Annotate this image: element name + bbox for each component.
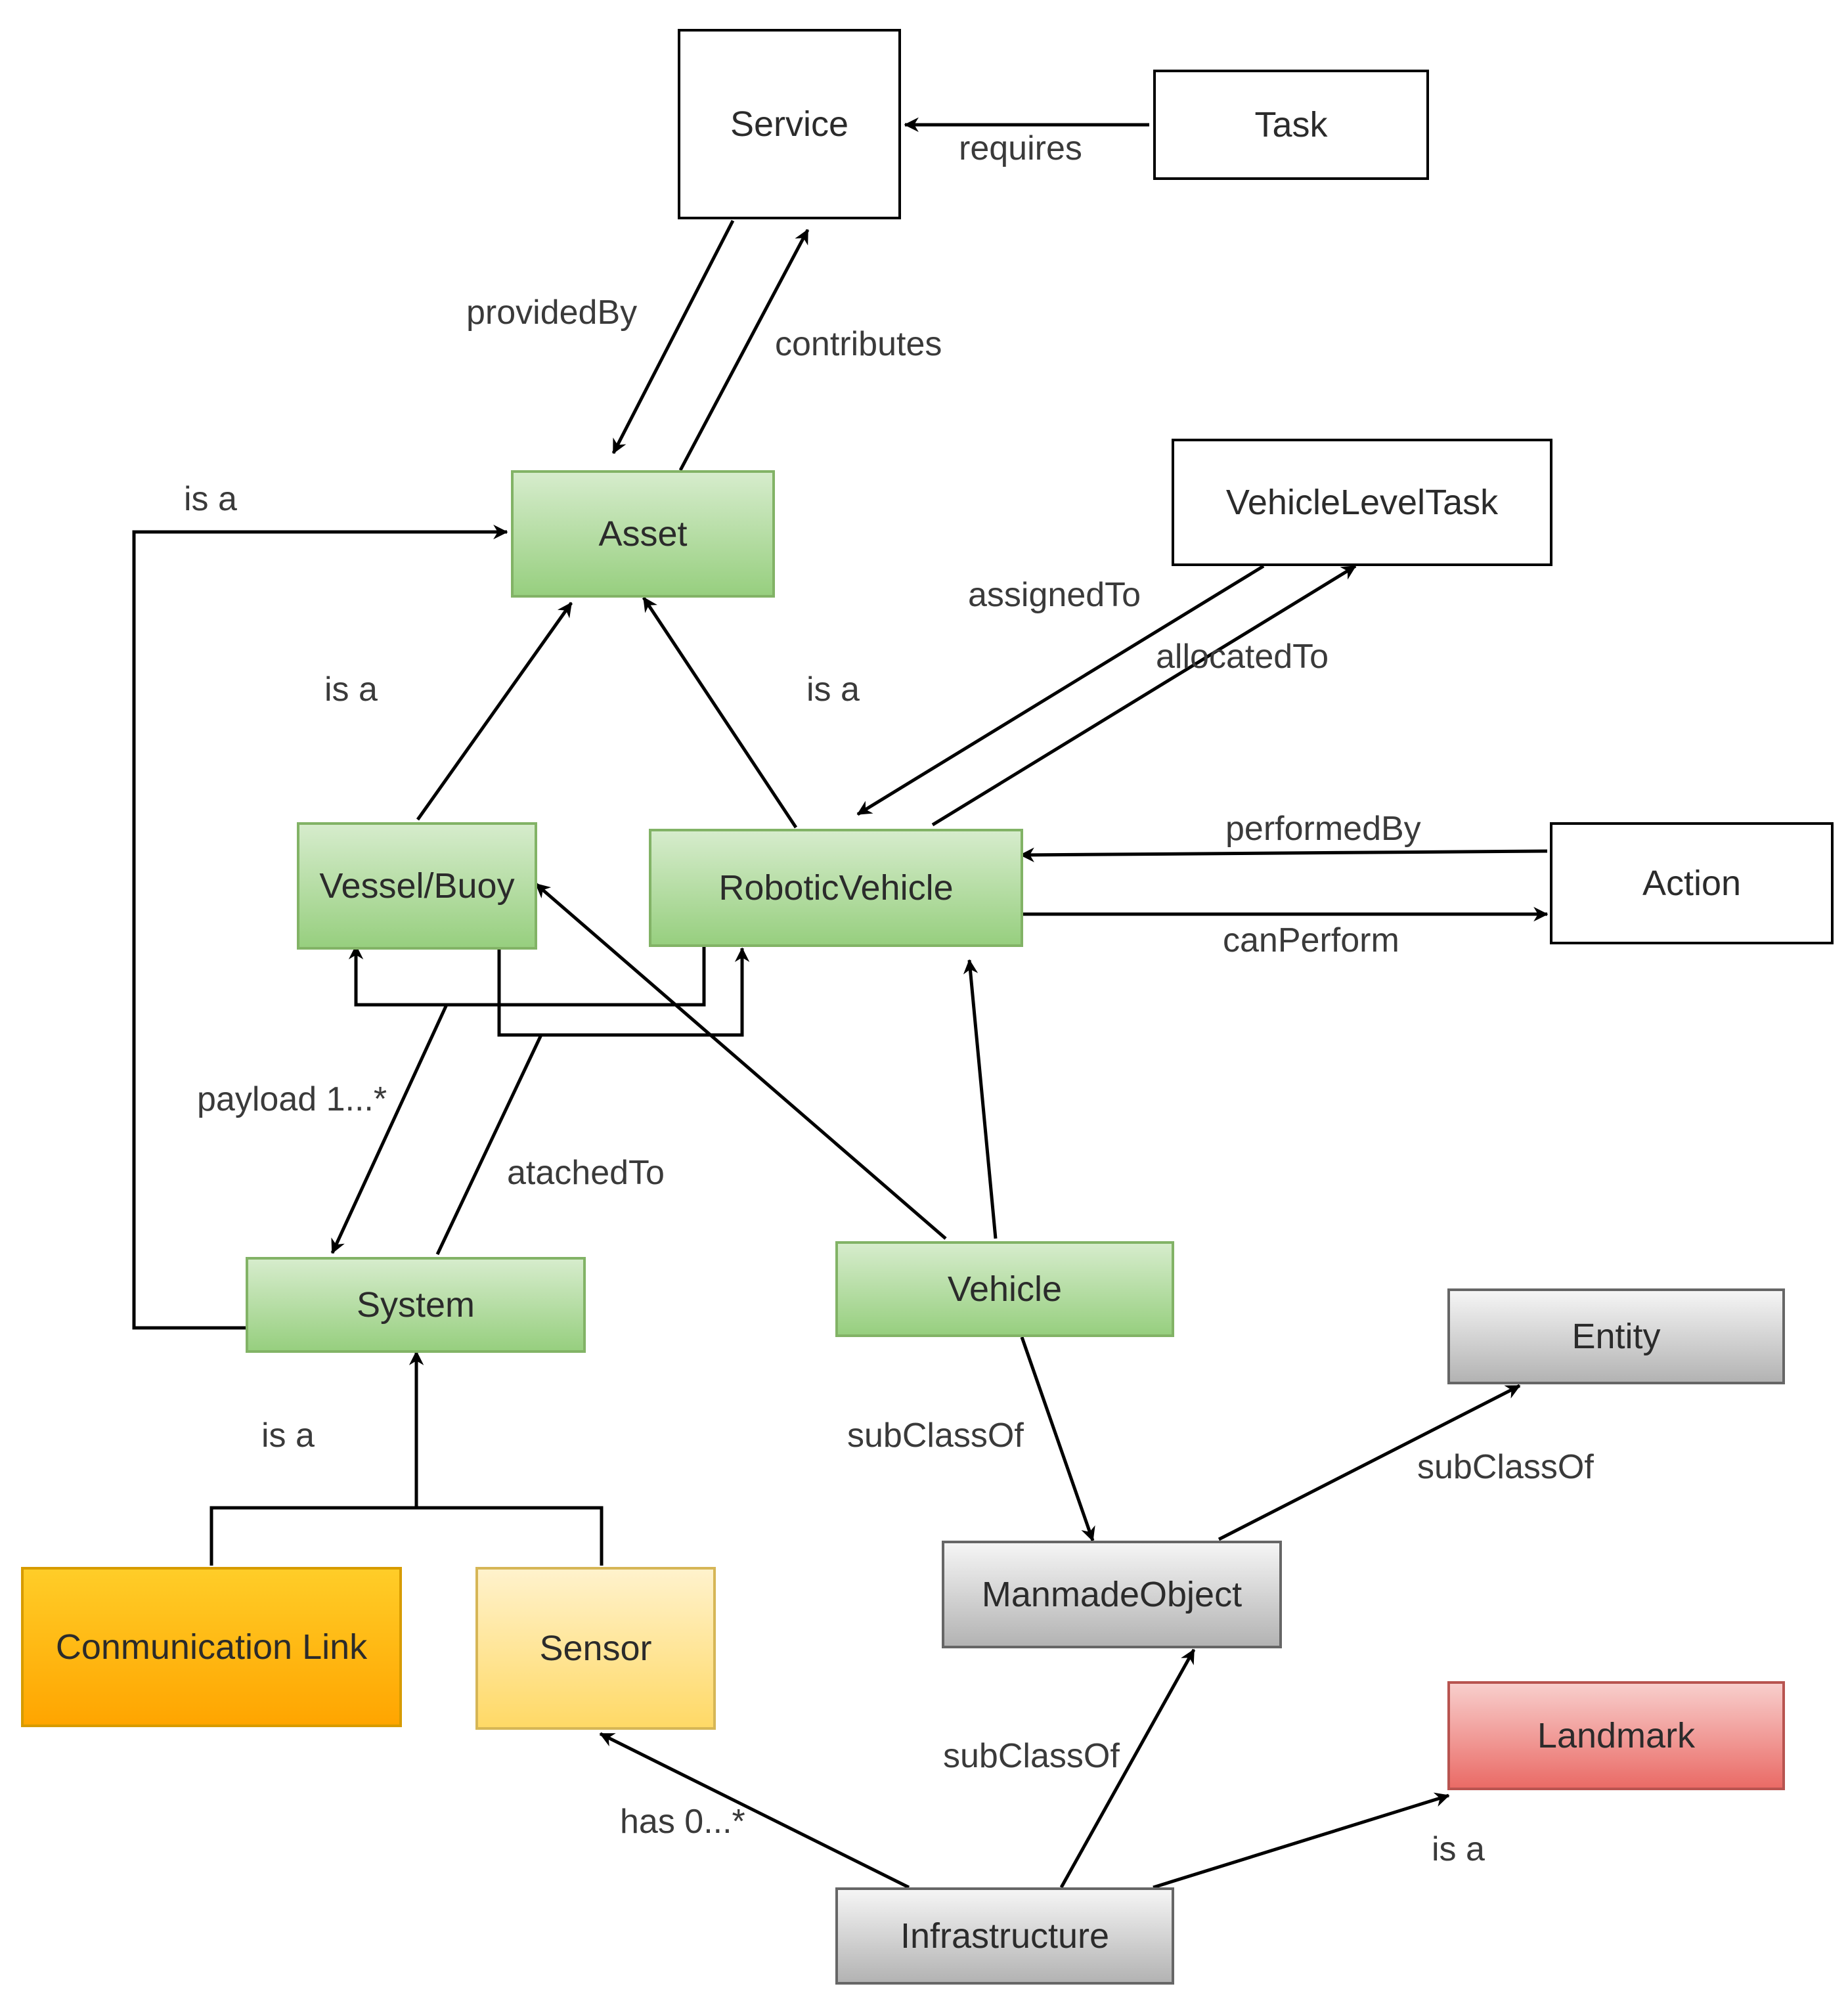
edge-vessel-is-a-asset (416, 602, 573, 821)
edge-infrastructure-subclass-manmade (1059, 1648, 1196, 1889)
edge-vehicle-subclass-manmade (1020, 1336, 1095, 1542)
node-landmark[interactable]: Landmark (1447, 1681, 1785, 1790)
label-vehicle-subclass-manmade: subClassOf (847, 1417, 1024, 1455)
node-vehicle-level-task[interactable]: VehicleLevelTask (1172, 439, 1552, 566)
edge-has (599, 1732, 910, 1889)
node-infrastructure[interactable]: Infrastructure (835, 1887, 1174, 1985)
label-provided-by: providedBy (466, 294, 638, 332)
label-attached-to: atachedTo (507, 1154, 665, 1192)
edge-allocated-to (931, 564, 1357, 827)
edge-manmade-subclass-entity (1218, 1384, 1521, 1541)
edge-contributes (678, 229, 810, 472)
edge-payload (330, 1003, 449, 1254)
label-assigned-to: assignedTo (968, 576, 1141, 614)
label-contributes: contributes (775, 325, 942, 363)
label-vessel-is-a-asset: is a (324, 671, 378, 709)
node-robotic-vehicle[interactable]: RoboticVehicle (649, 829, 1023, 947)
label-can-perform: canPerform (1223, 921, 1399, 959)
edge-robotic-to-vessel (348, 944, 706, 1007)
node-sensor[interactable]: Sensor (475, 1567, 716, 1730)
label-allocated-to: allocatedTo (1156, 638, 1329, 676)
edge-performed-by (1019, 847, 1548, 862)
label-robotic-is-a-asset: is a (806, 671, 860, 709)
edge-infrastructure-is-a-landmark (1153, 1792, 1450, 1889)
label-components-is-a-system: is a (261, 1417, 315, 1455)
node-communication-link[interactable]: Conmunication Link (21, 1567, 402, 1727)
label-performed-by: performedBy (1225, 810, 1421, 848)
edge-provided-by (611, 219, 735, 454)
edge-vehicle-to-vessel (535, 883, 947, 1240)
label-manmade-subclass-entity: subClassOf (1417, 1448, 1594, 1486)
node-action[interactable]: Action (1550, 822, 1834, 944)
label-requires: requires (959, 129, 1082, 167)
node-vessel-buoy[interactable]: Vessel/Buoy (297, 822, 537, 950)
label-has: has 0...* (620, 1803, 745, 1841)
label-infrastructure-subclass-manmade: subClassOf (943, 1737, 1120, 1775)
edge-vehicle-to-robotic (963, 959, 998, 1239)
label-payload: payload 1...* (197, 1080, 387, 1118)
node-task[interactable]: Task (1153, 70, 1429, 180)
node-asset[interactable]: Asset (511, 470, 775, 598)
edge-vessel-to-robotic (497, 946, 750, 1037)
node-entity[interactable]: Entity (1447, 1288, 1785, 1384)
label-system-is-a-asset: is a (184, 480, 237, 518)
node-system[interactable]: System (246, 1257, 586, 1353)
edge-components-is-a-system (209, 1352, 604, 1566)
node-service[interactable]: Service (678, 29, 901, 219)
node-manmade-object[interactable]: ManmadeObject (942, 1541, 1282, 1648)
node-vehicle[interactable]: Vehicle (835, 1241, 1174, 1337)
edge-assigned-to (856, 564, 1265, 816)
edge-robotic-is-a-asset (642, 596, 798, 829)
label-infrastructure-is-a-landmark: is a (1432, 1830, 1485, 1868)
edge-system-is-a-asset (132, 524, 508, 1330)
edge-attached-to (435, 1034, 543, 1256)
